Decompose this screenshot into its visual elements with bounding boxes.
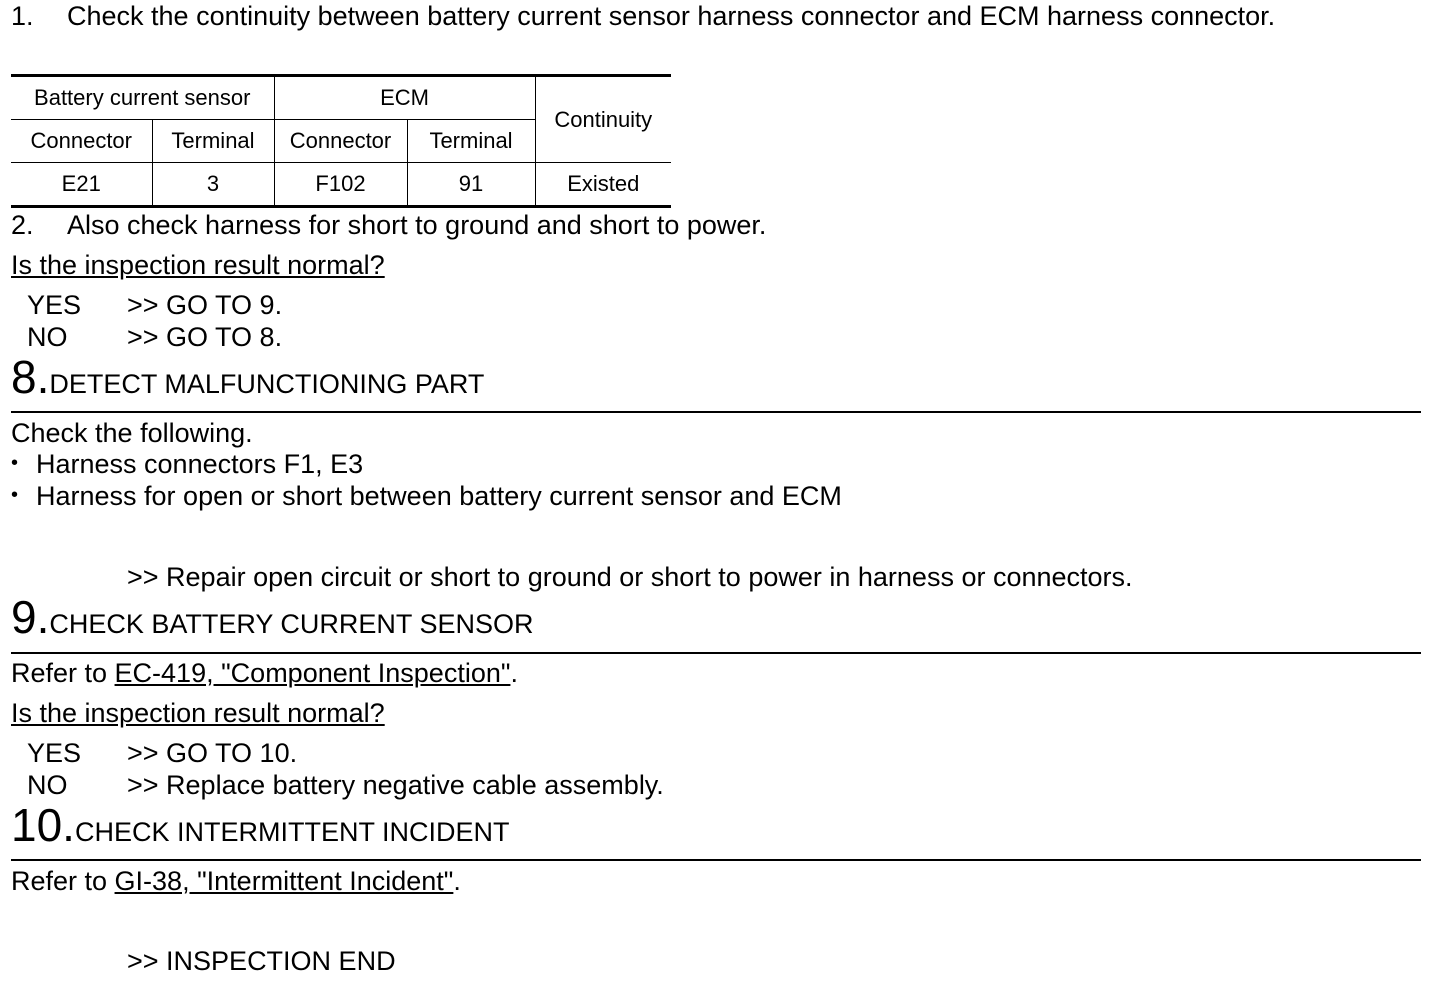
- answer-yes-label: YES: [27, 290, 82, 320]
- inspection-question-1[interactable]: Is the inspection result normal?: [11, 250, 385, 280]
- answer-no-label: NO: [27, 770, 68, 800]
- header-ecm: ECM: [273, 74, 536, 120]
- inspection-question-2[interactable]: Is the inspection result normal?: [11, 698, 385, 728]
- step-1-number: 1.: [11, 1, 34, 31]
- reference-prefix: Refer to: [11, 866, 115, 896]
- answer-yes-2: YES >> GO TO 10.: [27, 737, 827, 769]
- section-10-result: >> INSPECTION END: [127, 946, 396, 976]
- section-9-reference: Refer to EC-419, "Component Inspection".: [11, 657, 518, 689]
- section-8-heading: 8.DETECT MALFUNCTIONING PART: [11, 354, 484, 400]
- section-8-divider: [11, 411, 1421, 413]
- table-subheader-row: Connector Terminal Connector Terminal: [11, 119, 671, 163]
- bullet-mark: •: [11, 484, 19, 506]
- list-item: • Harness for open or short between batt…: [11, 481, 1211, 513]
- table-header-row: Battery current sensor ECM Continuity: [11, 74, 672, 163]
- subheader-sensor-connector: Connector: [11, 119, 153, 163]
- section-8-intro: Check the following.: [11, 418, 253, 448]
- subheader-ecm-connector: Connector: [273, 119, 408, 163]
- reference-suffix: .: [510, 658, 518, 688]
- reference-suffix: .: [453, 866, 461, 896]
- section-10-divider: [11, 859, 1421, 861]
- section-9-divider: [11, 652, 1421, 654]
- step-2: 2. Also check harness for short to ground…: [11, 209, 766, 241]
- bullet-text: Harness for open or short between batter…: [36, 481, 842, 511]
- header-battery-current-sensor: Battery current sensor: [11, 74, 275, 120]
- bullet-text: Harness connectors F1, E3: [36, 449, 364, 479]
- section-8-title: DETECT MALFUNCTIONING PART: [49, 369, 485, 399]
- component-inspection-link[interactable]: EC-419, "Component Inspection": [114, 658, 511, 688]
- answer-yes-action: >> GO TO 10.: [127, 738, 298, 768]
- section-9-title: CHECK BATTERY CURRENT SENSOR: [49, 609, 534, 639]
- cell-ecm-connector: F102: [273, 162, 408, 208]
- step-2-number: 2.: [11, 210, 34, 240]
- section-9-number: 9.: [11, 591, 50, 643]
- cell-sensor-terminal: 3: [151, 162, 275, 208]
- step-1-text: Check the continuity between battery cur…: [67, 1, 1276, 31]
- continuity-table: Battery current sensor ECM Continuity Co…: [11, 74, 672, 208]
- answer-no-2: NO >> Replace battery negative cable ass…: [27, 769, 827, 801]
- table-row: E21 3 F102 91 Existed: [11, 162, 672, 208]
- section-9-heading: 9.CHECK BATTERY CURRENT SENSOR: [11, 594, 533, 640]
- list-item: • Harness connectors F1, E3: [11, 449, 1211, 481]
- header-continuity: Continuity: [534, 74, 672, 163]
- reference-prefix: Refer to: [11, 658, 115, 688]
- section-8-number: 8.: [11, 351, 50, 403]
- section-8-result: >> Repair open circuit or short to groun…: [127, 562, 1133, 592]
- answer-no-label: NO: [27, 322, 68, 352]
- answer-no-1: NO >> GO TO 8.: [27, 321, 627, 353]
- subheader-sensor-terminal: Terminal: [151, 119, 275, 163]
- cell-ecm-terminal: 91: [406, 162, 536, 208]
- answer-yes-action: >> GO TO 9.: [127, 290, 283, 320]
- answer-no-action: >> GO TO 8.: [127, 322, 283, 352]
- bullet-mark: •: [11, 452, 19, 474]
- subheader-ecm-terminal: Terminal: [406, 119, 536, 163]
- answer-yes-label: YES: [27, 738, 82, 768]
- answer-yes-1: YES >> GO TO 9.: [27, 289, 627, 321]
- step-1: 1. Check the continuity between battery c…: [11, 0, 1275, 32]
- section-10-title: CHECK INTERMITTENT INCIDENT: [74, 817, 510, 847]
- cell-sensor-connector: E21: [11, 162, 153, 208]
- step-2-text: Also check harness for short to ground a…: [67, 210, 767, 240]
- section-10-number: 10.: [11, 799, 75, 851]
- answer-no-action: >> Replace battery negative cable assemb…: [127, 770, 664, 800]
- section-10-heading: 10.CHECK INTERMITTENT INCIDENT: [11, 802, 509, 848]
- section-10-reference: Refer to GI-38, "Intermittent Incident".: [11, 865, 461, 897]
- cell-continuity: Existed: [534, 162, 672, 208]
- intermittent-incident-link[interactable]: GI-38, "Intermittent Incident": [114, 866, 454, 896]
